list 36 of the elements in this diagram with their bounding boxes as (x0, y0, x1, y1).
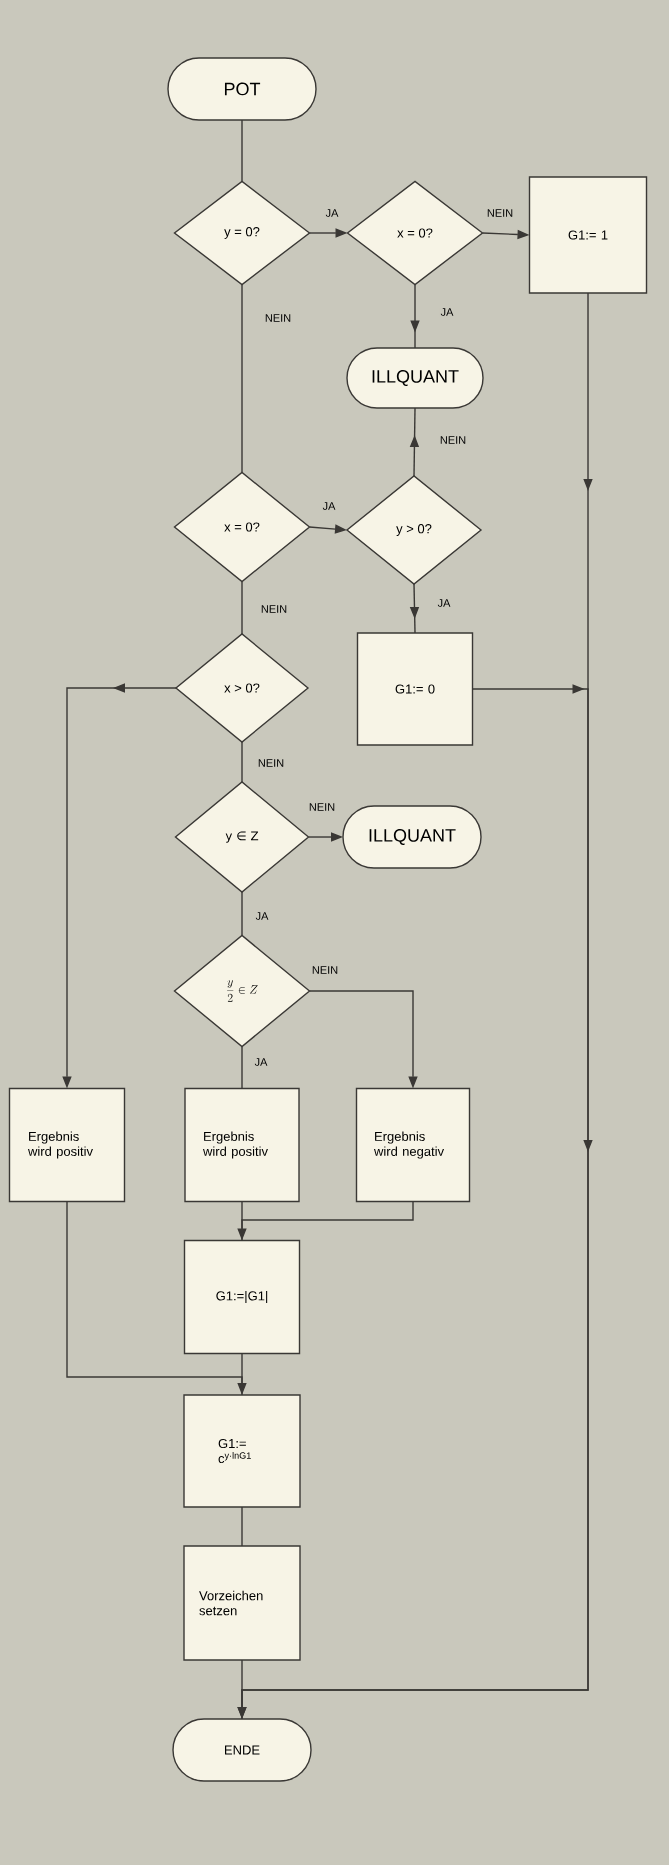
edge-label: NEIN (438, 435, 468, 445)
edge-label: JA (324, 208, 340, 218)
edge-label: JA (253, 1057, 269, 1067)
connector-line (241, 1352, 243, 1396)
edge-label: NEIN (263, 313, 293, 323)
connector-line (241, 741, 243, 783)
terminal-box: ILLQUANT (346, 347, 484, 409)
process-box: Ergebnis wird positiv (8, 1087, 126, 1203)
edge-label: NEIN (485, 208, 515, 218)
connector-line (241, 1045, 243, 1090)
connector-line (241, 891, 243, 937)
edge-label: JA (321, 501, 337, 511)
connector-line (241, 1659, 243, 1720)
process-box: Ergebnis wird positiv (184, 1087, 300, 1203)
connector-line (241, 1506, 243, 1547)
connector-line (241, 580, 243, 635)
connector-line (241, 119, 243, 183)
edge-label: NEIN (307, 802, 337, 812)
process-box: G1:= c$^{y·lnG1}$ (183, 1394, 301, 1508)
edge-label: JA (439, 307, 455, 317)
terminal-box: POT (167, 57, 317, 121)
process-box: G1:= 0 (356, 632, 474, 746)
process-box: Vorzeichen setzen (183, 1545, 301, 1661)
connector-line (241, 1200, 243, 1242)
connector-line (241, 283, 243, 474)
process-box: G1:= 1 (528, 176, 648, 294)
edge-label: NEIN (259, 604, 289, 614)
process-box: G1:=|G1| (183, 1239, 301, 1355)
edge-label: JA (254, 911, 270, 921)
terminal-box: ENDE (172, 1718, 312, 1782)
edge-label: JA (436, 598, 452, 608)
edge-label: NEIN (310, 965, 340, 975)
process-box: Ergebnis wird negativ (355, 1087, 471, 1203)
edge-label: NEIN (256, 758, 286, 768)
terminal-box: ILLQUANT (342, 805, 482, 869)
arrow (410, 283, 420, 349)
